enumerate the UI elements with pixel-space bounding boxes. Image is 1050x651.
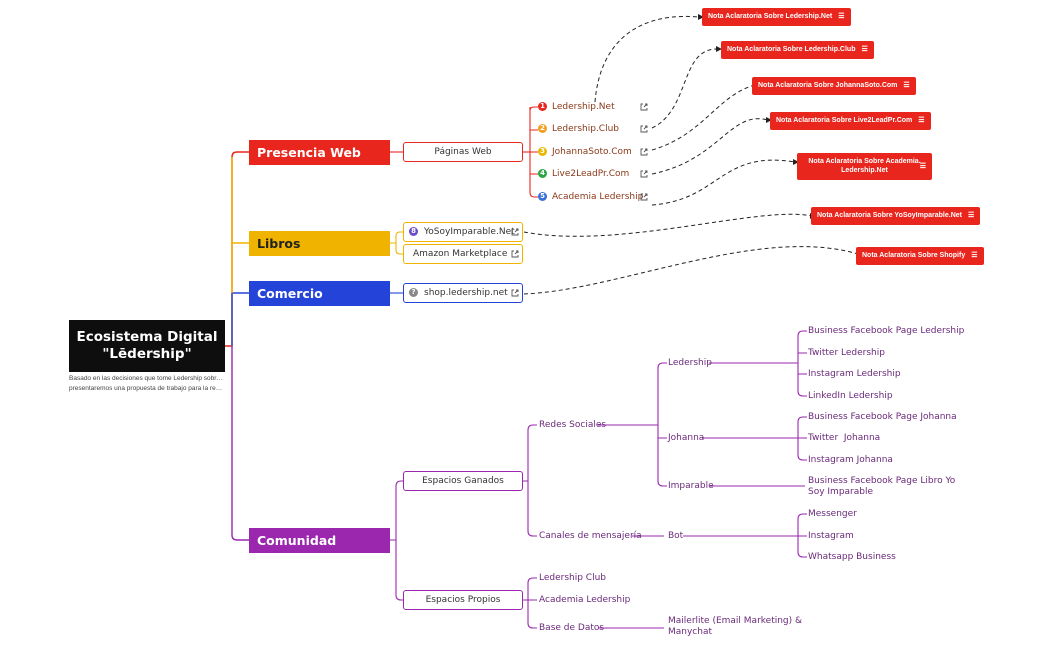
note-johannasoto[interactable]: Nota Aclaratoria Sobre JohannaSoto.Com ☰ bbox=[752, 77, 916, 95]
topic-redes-sociales[interactable]: Redes Sociales bbox=[539, 420, 607, 430]
leaf-johanna-facebook[interactable]: Business Facebook Page Johanna bbox=[808, 412, 957, 422]
leaf-line: Manychat bbox=[668, 627, 713, 637]
external-link-icon[interactable] bbox=[511, 228, 519, 236]
site-label: Ledership.Club bbox=[552, 124, 620, 134]
site-label: JohannaSoto.Com bbox=[552, 147, 632, 157]
note-lines-icon: ☰ bbox=[919, 163, 926, 170]
libros-item-label: YoSoyImparable.Net bbox=[424, 227, 515, 237]
libros-item-yosoyimparable[interactable]: 8 YoSoyImparable.Net bbox=[403, 222, 523, 242]
note-lines-icon: ☰ bbox=[838, 13, 845, 20]
site-label: Academia Ledership bbox=[552, 192, 644, 202]
root-title-line1: Ecosistema Digital bbox=[76, 329, 218, 345]
root-note-line1: Basado en las decisiones que tome Leders… bbox=[69, 375, 225, 382]
external-link-icon[interactable] bbox=[640, 148, 648, 156]
number-badge-icon: 4 bbox=[538, 169, 547, 178]
external-link-icon[interactable] bbox=[640, 125, 648, 133]
note-lines-icon: ☰ bbox=[918, 117, 925, 124]
root-topic[interactable]: Ecosistema Digital "Lēdership" bbox=[69, 320, 225, 372]
number-badge-icon: 3 bbox=[538, 147, 547, 156]
leaf-ledership-twitter[interactable]: Twitter Ledership bbox=[808, 348, 885, 358]
external-link-icon[interactable] bbox=[640, 103, 648, 111]
leaf-johanna-instagram[interactable]: Instagram Johanna bbox=[808, 455, 893, 465]
note-lines-icon: ☰ bbox=[861, 46, 868, 53]
note-yosoyimparable[interactable]: Nota Aclaratoria Sobre YoSoyImparable.Ne… bbox=[811, 207, 981, 225]
number-badge-icon: 1 bbox=[538, 102, 547, 111]
root-note: Basado en las decisiones que tome Leders… bbox=[69, 374, 225, 394]
subtopic-espacios-propios[interactable]: Espacios Propios bbox=[403, 590, 523, 610]
leaf-bot-whatsapp[interactable]: Whatsapp Business bbox=[808, 552, 896, 562]
site-label: Live2LeadPr.Com bbox=[552, 169, 630, 179]
dash-note-6 bbox=[523, 213, 813, 237]
note-label: Nota Aclaratoria Sobre Ledership.Club bbox=[727, 46, 856, 53]
note-live2leadpr[interactable]: Nota Aclaratoria Sobre Live2LeadPr.Com ☰ bbox=[770, 112, 931, 130]
comercio-item-label: shop.ledership.net bbox=[424, 288, 508, 298]
leaf-ledership-facebook[interactable]: Business Facebook Page Ledership bbox=[808, 326, 965, 336]
libros-item-amazon[interactable]: Amazon Marketplace bbox=[403, 244, 523, 264]
libros-item-label: Amazon Marketplace bbox=[413, 249, 508, 259]
note-lines-icon: ☰ bbox=[971, 252, 978, 259]
note-label-line1: Nota Aclaratoria Sobre Academia. bbox=[808, 158, 921, 165]
branch-comunidad[interactable]: Comunidad bbox=[249, 528, 390, 553]
external-link-icon[interactable] bbox=[640, 170, 648, 178]
leaf-line: Mailerlite (Email Marketing) & bbox=[668, 616, 803, 626]
note-lines-icon: ☰ bbox=[903, 82, 910, 89]
number-badge-icon: 2 bbox=[538, 124, 547, 133]
leaf-bot-instagram[interactable]: Instagram bbox=[808, 531, 854, 541]
topic-imparable[interactable]: Imparable bbox=[668, 481, 714, 491]
branch-presencia-web[interactable]: Presencia Web bbox=[249, 140, 390, 165]
note-ledership-net[interactable]: Nota Aclaratoria Sobre Ledership.Net ☰ bbox=[702, 8, 851, 26]
branch-libros[interactable]: Libros bbox=[249, 231, 390, 256]
dash-note-4 bbox=[651, 118, 769, 175]
note-label: Nota Aclaratoria Sobre Live2LeadPr.Com bbox=[776, 117, 913, 124]
note-label-line2: Ledership.Net bbox=[841, 167, 888, 174]
dash-note-5 bbox=[651, 159, 796, 206]
note-academia[interactable]: Nota Aclaratoria Sobre Academia. Ledersh… bbox=[797, 153, 932, 180]
topic-bot[interactable]: Bot bbox=[668, 531, 684, 541]
root-title-line2: "Lēdership" bbox=[102, 346, 192, 362]
dash-note-7 bbox=[523, 246, 859, 295]
leaf-line: Business Facebook Page Libro Yo bbox=[808, 476, 956, 486]
leaf-academia-ledership[interactable]: Academia Ledership bbox=[539, 595, 631, 605]
dash-note-2 bbox=[651, 48, 717, 129]
note-label: Nota Aclaratoria Sobre Ledership.Net bbox=[708, 13, 833, 20]
note-lines-icon: ☰ bbox=[967, 212, 975, 219]
connector-root-comunidad bbox=[231, 346, 249, 541]
external-link-icon[interactable] bbox=[511, 250, 519, 258]
leaf-mailerlite[interactable]: Mailerlite (Email Marketing) & Manychat bbox=[668, 616, 802, 638]
leaf-ledership-club[interactable]: Ledership Club bbox=[539, 573, 607, 583]
note-label: Nota Aclaratoria Sobre Shopify bbox=[862, 252, 966, 259]
dash-note-1 bbox=[594, 15, 699, 103]
root-note-line2: presentaremos una propuesta de trabajo p… bbox=[69, 385, 225, 392]
leaf-ledership-instagram[interactable]: Instagram Ledership bbox=[808, 369, 901, 379]
topic-canales-mensajeria[interactable]: Canales de mensajería bbox=[539, 531, 642, 541]
number-badge-icon: 5 bbox=[538, 192, 547, 201]
note-label: Nota Aclaratoria Sobre YoSoyImparable.Ne… bbox=[817, 212, 962, 219]
external-link-icon[interactable] bbox=[640, 193, 648, 201]
leaf-ledership-linkedin[interactable]: LinkedIn Ledership bbox=[808, 391, 893, 401]
site-label: Ledership.Net bbox=[552, 102, 615, 112]
comercio-item-shop[interactable]: ? shop.ledership.net bbox=[403, 283, 523, 303]
subtopic-paginas-web[interactable]: Páginas Web bbox=[403, 142, 523, 162]
leaf-line: Soy Imparable bbox=[808, 487, 874, 497]
connector-root-presencia bbox=[225, 151, 249, 347]
subtopic-espacios-ganados[interactable]: Espacios Ganados bbox=[403, 471, 523, 491]
note-ledership-club[interactable]: Nota Aclaratoria Sobre Ledership.Club ☰ bbox=[721, 41, 874, 59]
note-label: Nota Aclaratoria Sobre JohannaSoto.Com bbox=[758, 82, 898, 89]
note-shopify[interactable]: Nota Aclaratoria Sobre Shopify ☰ bbox=[856, 247, 984, 265]
topic-johanna[interactable]: Johanna bbox=[668, 433, 705, 443]
topic-ledership[interactable]: Ledership bbox=[668, 358, 712, 368]
branch-comercio[interactable]: Comercio electrónico bbox=[249, 281, 390, 326]
help-badge-icon: ? bbox=[409, 288, 418, 297]
external-link-icon[interactable] bbox=[511, 289, 519, 297]
leaf-base-de-datos[interactable]: Base de Datos bbox=[539, 623, 605, 633]
number-badge-icon: 8 bbox=[409, 227, 418, 236]
leaf-bot-messenger[interactable]: Messenger bbox=[808, 509, 857, 519]
leaf-imparable-facebook[interactable]: Business Facebook Page Libro Yo Soy Impa… bbox=[808, 476, 955, 498]
leaf-johanna-twitter[interactable]: Twitter Johanna bbox=[808, 433, 881, 443]
